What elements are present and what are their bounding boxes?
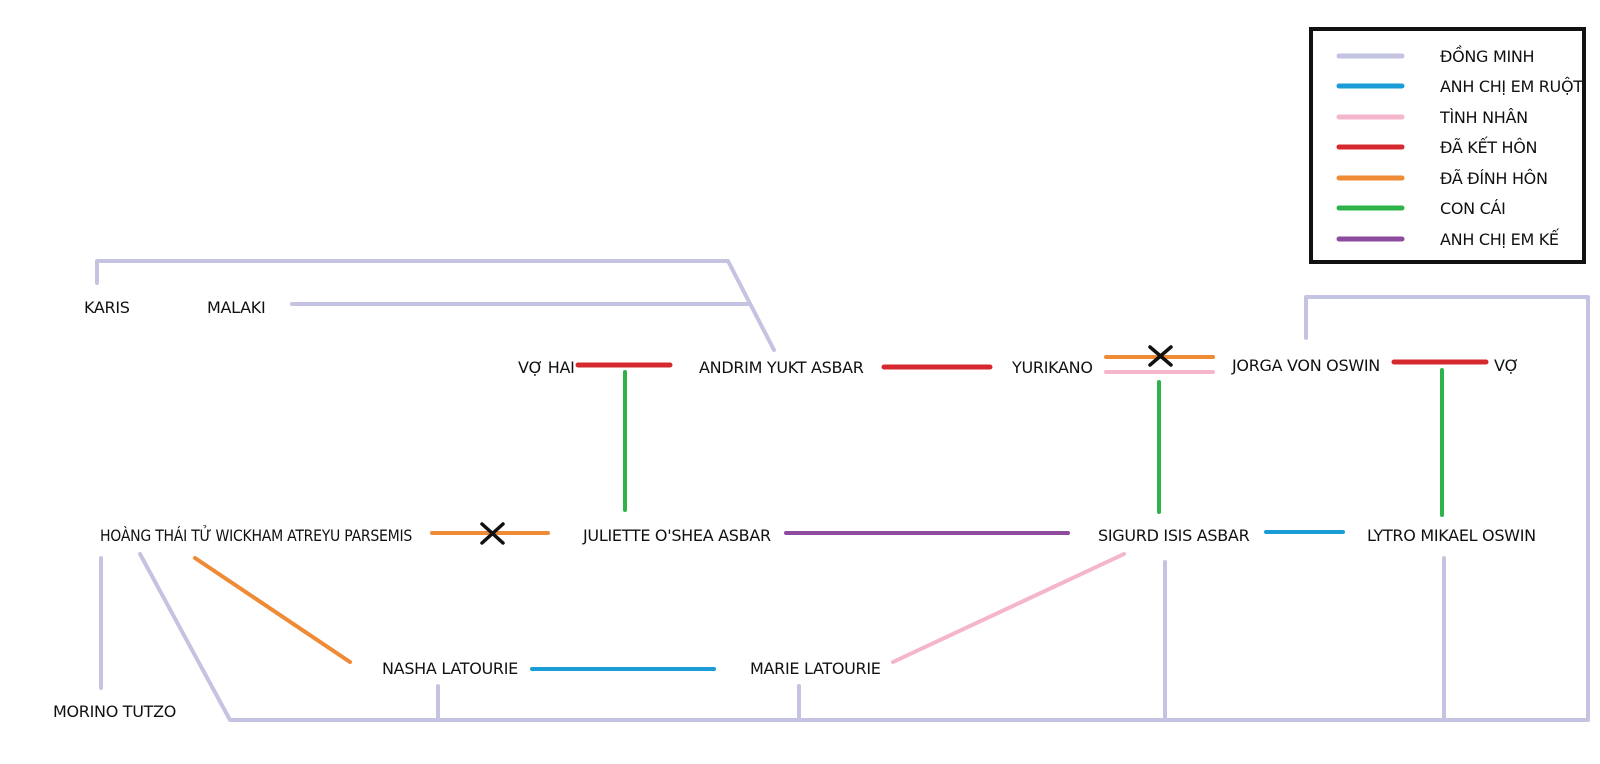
person-jorga: JORGA VON OSWIN: [1231, 356, 1380, 375]
legend-label-ally: ĐỒNG MINH: [1440, 45, 1534, 66]
legend: ĐỒNG MINH ANH CHỊ EM RUỘT TÌNH NHÂN ĐÃ K…: [1309, 27, 1586, 264]
person-vo: VỢ: [1494, 356, 1519, 375]
legend-label-child: CON CÁI: [1440, 199, 1506, 218]
person-wickham: HOÀNG THÁI TỬ WICKHAM ATREYU PARSEMIS: [100, 525, 412, 545]
person-sigurd: SIGURD ISIS ASBAR: [1098, 526, 1250, 545]
legend-label-sibling: ANH CHỊ EM RUỘT: [1440, 77, 1583, 96]
person-lytro: LYTRO MIKAEL OSWIN: [1367, 526, 1536, 545]
cross-mark-wickham-juliette: [480, 522, 505, 545]
legend-label-engaged: ĐÃ ĐÍNH HÔN: [1440, 169, 1548, 188]
person-andrim: ANDRIM YUKT ASBAR: [699, 358, 864, 377]
legend-label-lover: TÌNH NHÂN: [1439, 108, 1528, 127]
line-alliance-bus: [138, 295, 1590, 722]
person-morino: MORINO TUTZO: [53, 702, 176, 721]
person-juliette: JULIETTE O'SHEA ASBAR: [582, 526, 771, 545]
person-malaki: MALAKI: [207, 298, 265, 317]
line-karis-andrim: [95, 259, 776, 352]
line-wickham-nasha: [193, 556, 352, 664]
legend-label-married: ĐÃ KẾT HÔN: [1440, 136, 1537, 157]
legend-label-step-sibling: ANH CHỊ EM KẾ: [1440, 228, 1560, 249]
person-karis: KARIS: [84, 298, 130, 317]
line-sigurd-marie: [891, 552, 1126, 664]
person-labels: KARIS MALAKI VỢ HAI ANDRIM YUKT ASBAR YU…: [53, 298, 1536, 721]
relationship-lines: [95, 259, 1590, 722]
person-marie: MARIE LATOURIE: [750, 659, 881, 678]
person-nasha: NASHA LATOURIE: [382, 659, 518, 678]
person-vo-hai: VỢ HAI: [518, 358, 575, 377]
cross-mark-yurikano-jorga: [1148, 345, 1173, 367]
person-yurikano: YURIKANO: [1011, 358, 1093, 377]
